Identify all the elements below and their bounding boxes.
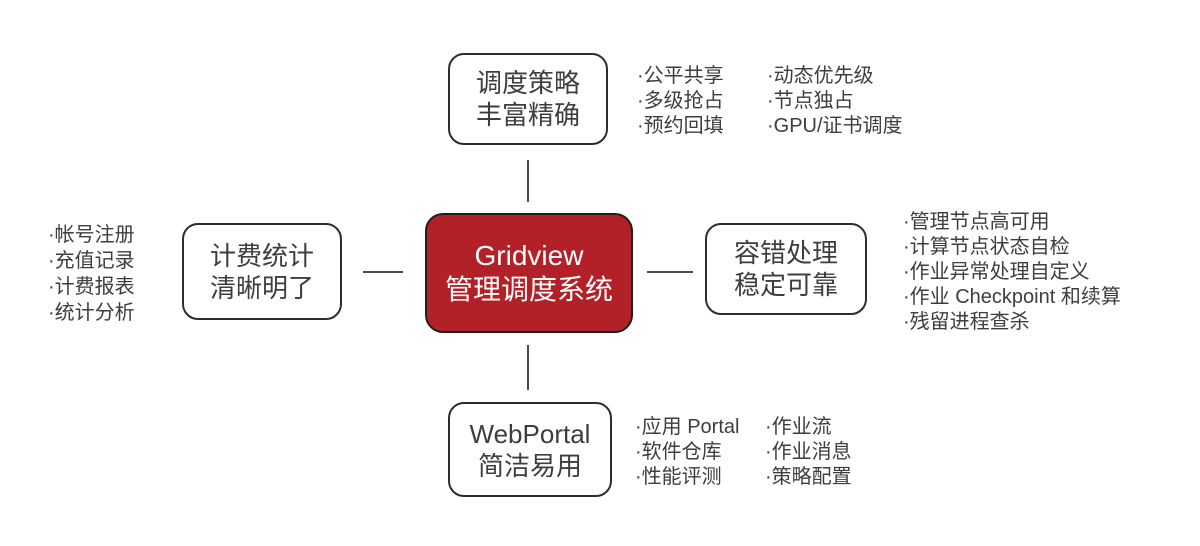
bullet-item: ·动态优先级 [767, 65, 874, 87]
bullet-item: ·软件仓库 [635, 441, 722, 463]
left-bullet-list: ·帐号注册 ·充值记录 ·计费报表 ·统计分析 [48, 222, 135, 326]
right-title-line1: 容错处理 [733, 238, 838, 268]
bullet-item: ·性能评测 [635, 466, 722, 488]
bullet-item: ·计算节点状态自检 [903, 236, 1070, 258]
bullet-item: ·作业流 [765, 416, 832, 438]
bottom-title-line1: WebPortal [469, 418, 591, 449]
bullet-item: ·管理节点高可用 [903, 211, 1050, 233]
bottom-title-line2: 简洁易用 [477, 450, 582, 481]
node-webportal: WebPortal 简洁易用 [448, 402, 612, 497]
bullet-item: ·GPU/证书调度 [767, 115, 903, 137]
center-title-line1: Gridview [474, 240, 584, 271]
bullet-item: ·统计分析 [48, 302, 135, 324]
connector-bottom [527, 345, 529, 390]
bullet-item: ·作业消息 [765, 441, 852, 463]
bullet-item: ·预约回填 [637, 115, 724, 137]
node-scheduling-policy: 调度策略 丰富精确 [448, 53, 608, 145]
left-title-line2: 清晰明了 [209, 272, 314, 303]
bullet-item: ·计费报表 [48, 276, 135, 298]
bullet-item: ·节点独占 [767, 90, 854, 112]
bullet-item: ·充值记录 [48, 250, 135, 272]
bullet-item: ·策略配置 [765, 466, 852, 488]
node-center-gridview: Gridview 管理调度系统 [425, 213, 633, 333]
left-title-line1: 计费统计 [209, 240, 314, 271]
right-title-line2: 稳定可靠 [733, 270, 838, 300]
top-bullet-list-col2: ·动态优先级 ·节点独占 ·GPU/证书调度 [767, 64, 903, 139]
center-title-line2: 管理调度系统 [444, 274, 613, 305]
bullet-item: ·残留进程查杀 [903, 311, 1030, 333]
bullet-item: ·多级抢占 [637, 90, 724, 112]
top-bullet-list-col1: ·公平共享 ·多级抢占 ·预约回填 [637, 64, 724, 139]
node-billing-statistics: 计费统计 清晰明了 [182, 223, 342, 320]
bullet-item: ·帐号注册 [48, 224, 135, 246]
top-title-line1: 调度策略 [475, 68, 580, 98]
node-fault-tolerance: 容错处理 稳定可靠 [705, 223, 867, 315]
bottom-bullet-list-col2: ·作业流 ·作业消息 ·策略配置 [765, 415, 852, 490]
top-title-line2: 丰富精确 [475, 100, 580, 130]
bullet-item: ·作业 Checkpoint 和续算 [903, 286, 1121, 308]
bottom-bullet-list-col1: ·应用 Portal ·软件仓库 ·性能评测 [635, 415, 739, 490]
right-bullet-list: ·管理节点高可用 ·计算节点状态自检 ·作业异常处理自定义 ·作业 Checkp… [903, 210, 1121, 335]
bullet-item: ·应用 Portal [635, 416, 740, 438]
connector-left [363, 271, 403, 273]
bullet-item: ·公平共享 [637, 65, 724, 87]
connector-right [647, 271, 693, 273]
bullet-item: ·作业异常处理自定义 [903, 261, 1090, 283]
connector-top [527, 160, 529, 202]
